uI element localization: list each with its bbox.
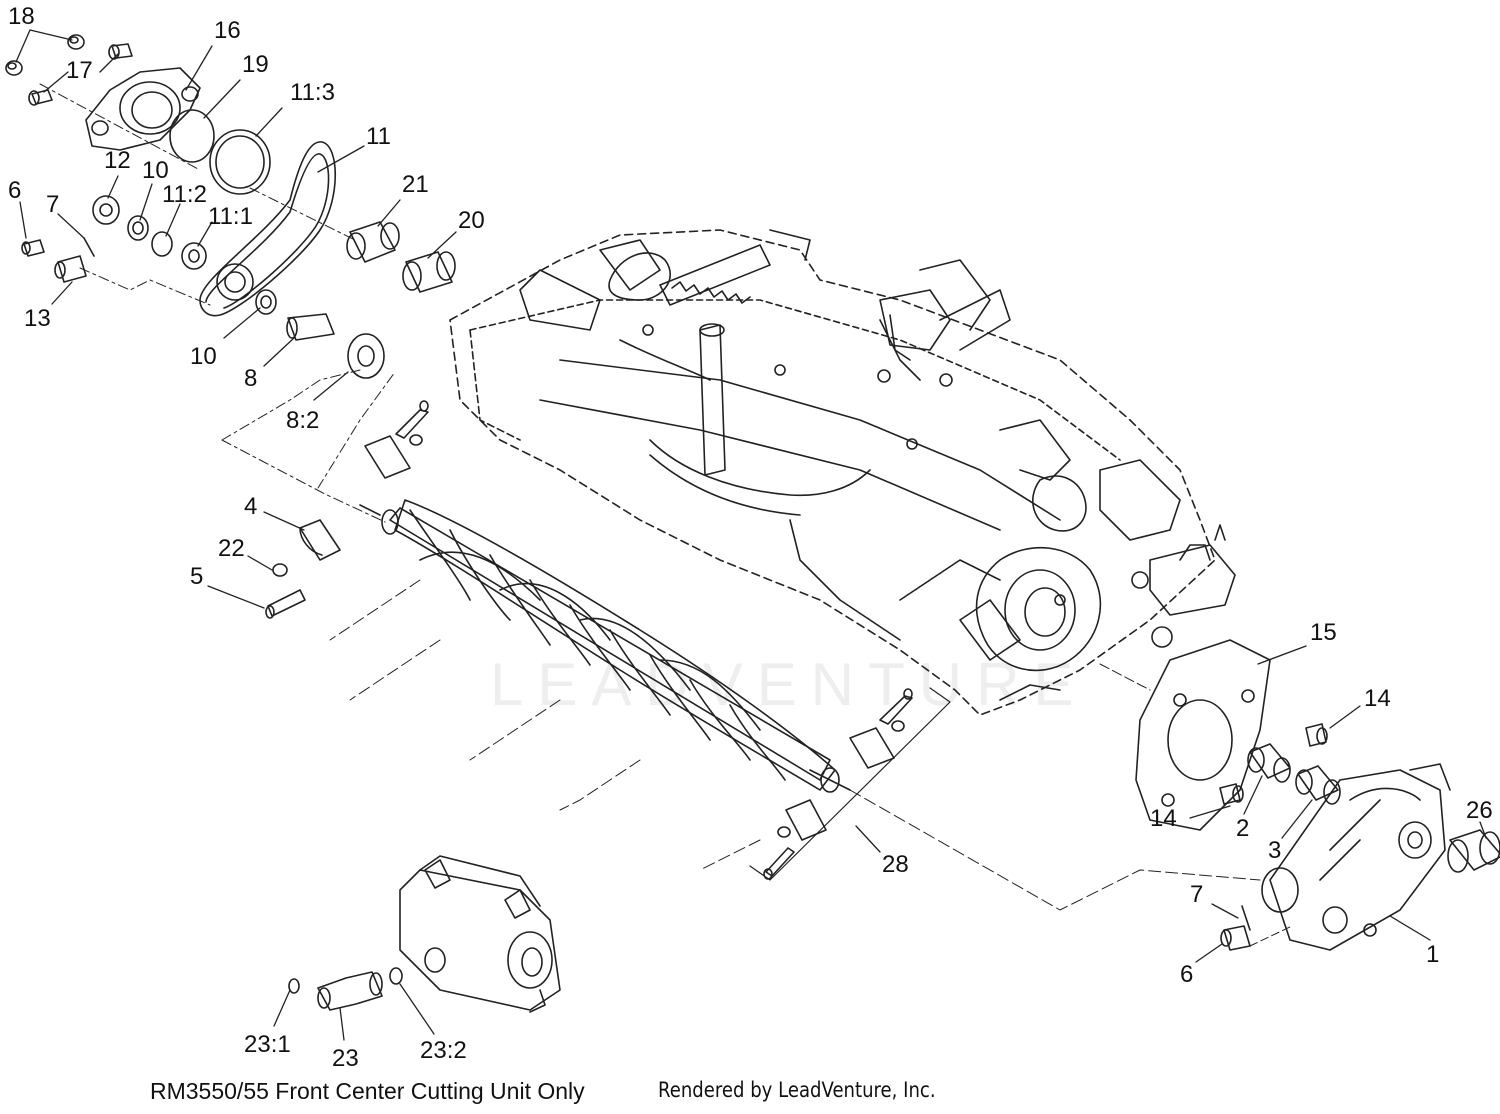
callout-13: 13 [24,305,51,332]
callout-23: 23 [332,1045,359,1072]
callout-4: 4 [244,493,257,520]
callout-16: 16 [214,17,241,44]
callout-11-2: 11:2 [162,181,207,208]
callout-11-3: 11:3 [290,79,335,106]
callout-20: 20 [458,207,485,234]
bearing-block-right [749,687,951,881]
callout-10-top: 10 [142,157,169,184]
callout-26: 26 [1466,797,1493,824]
cutting-unit-frame [449,229,1236,716]
callout-14-left: 14 [1150,805,1177,832]
callout-7-right: 7 [1190,881,1203,908]
callout-12: 12 [104,147,131,174]
callout-23-2: 23:2 [420,1037,467,1064]
callout-8-2: 8:2 [286,407,319,434]
callout-23-1: 23:1 [244,1031,291,1058]
callout-15: 15 [1310,619,1337,646]
callout-2: 2 [1236,815,1249,842]
callout-22: 22 [218,535,245,562]
callout-1: 1 [1426,941,1439,968]
callout-10-bottom: 10 [190,343,217,370]
reel-assembly [329,499,1261,911]
callout-5: 5 [190,563,203,590]
callout-7-left: 7 [46,191,59,218]
diagram-caption: RM3550/55 Front Center Cutting Unit Only [150,1078,585,1104]
motor-assembly [1099,639,1500,951]
callout-6-left: 6 [8,177,21,204]
callout-28: 28 [882,851,909,878]
callout-8: 8 [244,365,257,392]
callout-19: 19 [242,51,269,78]
leader-lines [15,29,1487,1041]
callout-labels: 18 17 16 19 11:3 11 12 10 11:2 11:1 6 7 … [8,3,1493,1072]
callout-11: 11 [366,123,391,150]
callout-14-right: 14 [1364,685,1391,712]
bearing-block-left [265,400,429,619]
pump-assembly [288,855,561,1013]
bearing-housing-assembly [5,34,456,523]
callout-18: 18 [8,3,35,30]
render-credit: Rendered by LeadVenture, Inc. [658,1078,936,1102]
callout-11-1: 11:1 [208,203,253,230]
callout-6-right: 6 [1180,961,1193,988]
callout-21: 21 [402,171,429,198]
callout-17: 17 [66,57,93,84]
callout-3: 3 [1268,837,1281,864]
